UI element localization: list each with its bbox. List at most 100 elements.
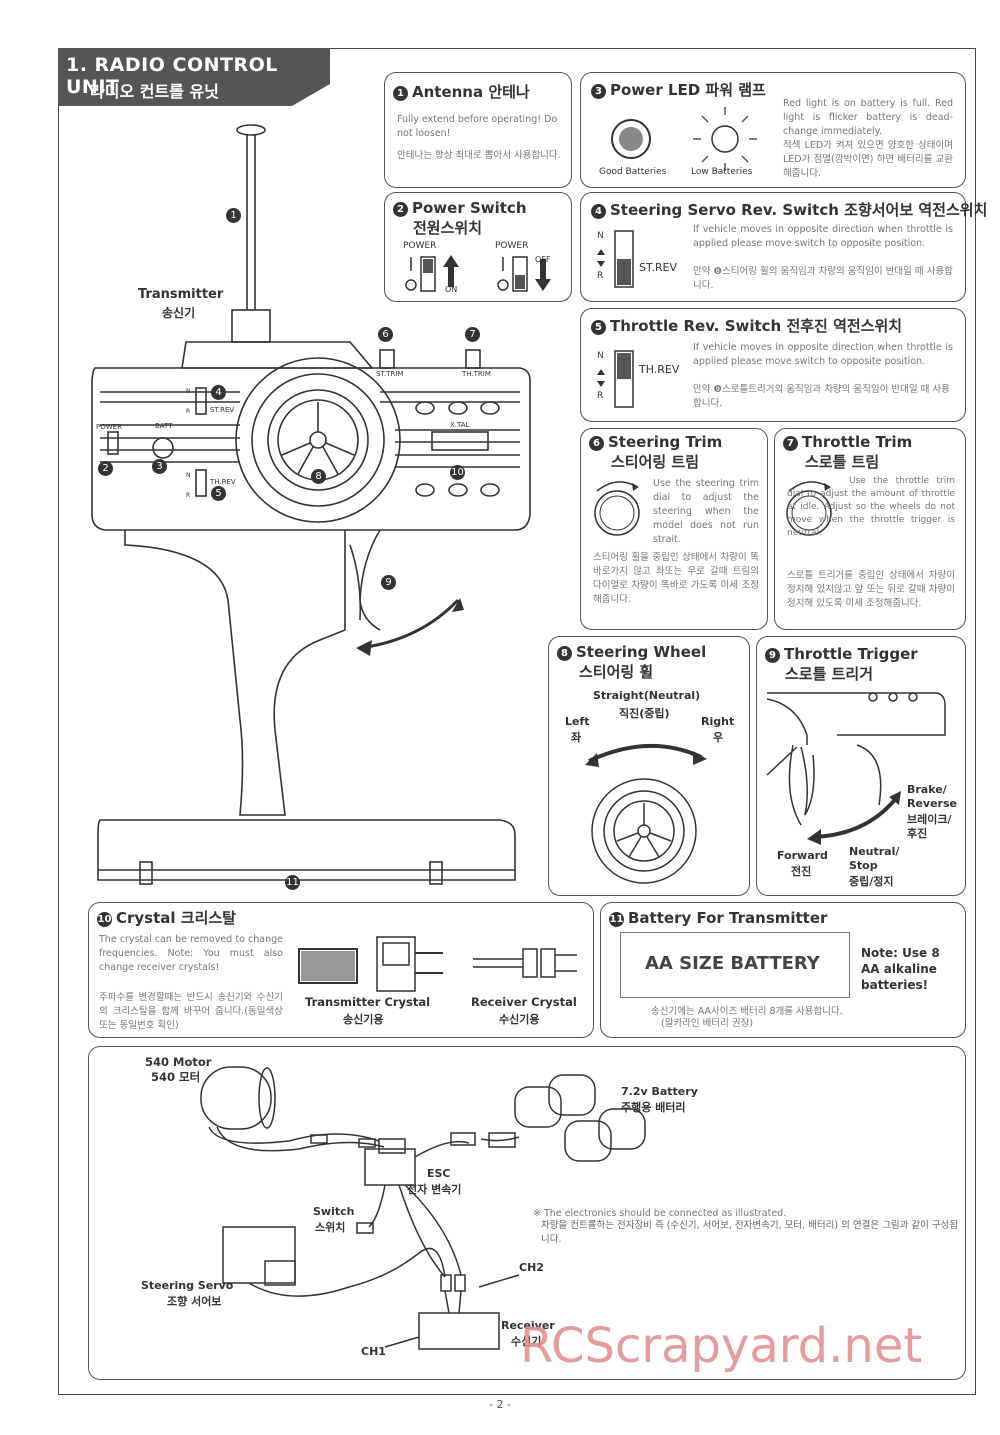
servo-label-ko: 조향 서어보 [167,1295,222,1308]
wiring-box: 540 Motor 540 모터 7.2v Battery 주행용 배터리 ES… [88,1046,966,1380]
st-trim-label-small: ST.TRIM [376,370,404,378]
stop-label: Stop [849,859,878,872]
throttle-trim-dial [786,481,832,536]
receiver-label-ko: 수신기 [511,1335,542,1348]
steering-rev-num-badge: 4 [591,204,606,219]
ch1-label: CH1 [361,1345,386,1358]
reverse-label: Reverse [907,797,957,810]
battery-72-label-ko: 주행용 배터리 [621,1101,686,1114]
callout-7: 7 [465,327,480,342]
steering-wheel-diagram [585,743,707,884]
power-led-num-badge: 3 [591,84,606,99]
steering-wheel-num-badge: 8 [557,646,572,661]
callout-1: 1 [226,208,241,223]
section-title-banner: 1. RADIO CONTROL UNIT 라디오 컨트롤 유닛 [58,48,330,106]
xtal-label-small: X.TAL [450,421,470,429]
battery-box: 11 Battery For Transmitter Note: Use 8 AA… [600,902,966,1038]
right-label: Right [701,715,735,728]
power-switch-diagram [405,255,551,292]
low-batteries-label: Low Batteries [691,167,753,177]
throttle-trim-text-ko: 스로틀 트리거를 중립인 상태에서 차량이 정지해 있지않고 앞 또는 뒤로 갈… [787,570,955,609]
aa-battery-graphic: AA SIZE BATTERY [620,932,850,998]
tx-crystal-label: Transmitter Crystal [305,995,431,1009]
steering-wheel-title-ko: 스티어링 휠 [579,663,654,681]
motor-label: 540 Motor [145,1055,212,1069]
st-r-small: R [186,408,191,415]
th-n-small: N [186,472,191,479]
battery-text-ko1: 송신기에는 AA사이즈 배터리 8개를 사용합니다. [651,1006,843,1017]
throttle-trim-title-en: Throttle Trim [802,433,913,451]
throttle-trim-title-ko: 스로틀 트림 [805,453,880,471]
page-number: - 2 - [489,1398,511,1411]
antenna-text-ko: 안테나는 항상 최대로 뽑아서 사용합니다. [397,150,561,161]
battery-num-badge: 11 [609,912,624,927]
steering-rev-text-en: If vehicle moves in opposite direction w… [693,224,953,249]
th-rev-label-small: TH.REV [210,478,236,486]
right-label-ko: 우 [713,731,724,744]
st-rev-label-small: ST.REV [210,406,235,414]
st-rev-label: ST.REV [639,261,678,274]
antenna-text-en: Fully extend before operating! Do not lo… [397,114,558,139]
crystal-diagram [298,936,577,992]
left-label-ko: 좌 [571,731,582,744]
forward-label-ko: 전진 [791,865,812,878]
th-rev-r: R [597,391,604,401]
power-switch-num-badge: 2 [393,202,408,217]
callout-5: 5 [211,486,226,501]
esc-label: ESC [427,1167,451,1180]
reverse-label-ko: 후진 [907,827,928,840]
switch-label-ko: 스위치 [315,1221,346,1234]
crystal-title: Crystal 크리스탈 [116,909,236,927]
crystal-num-badge: 10 [97,912,112,927]
crystal-text-ko: 주파수를 변경할때는 반드시 송신기와 수신기의 크리스탈을 함께 바꾸어 줍니… [99,992,283,1031]
throttle-trigger-num-badge: 9 [765,648,780,663]
battery-72-label: 7.2v Battery [621,1085,698,1098]
st-rev-switch-diagram [597,230,634,288]
th-r-small: R [186,492,191,499]
steering-rev-title: Steering Servo Rev. Switch 조향서어보 역전스위치 [610,201,988,219]
throttle-rev-num-badge: 5 [591,320,606,335]
th-rev-n: N [597,351,604,361]
steering-trim-text-ko: 스티어링 휠을 중립인 상태에서 차량이 똑바로가지 않고 좌또는 우로 갈때 … [593,552,759,605]
th-rev-switch-diagram [597,350,634,408]
esc-label-ko: 전자 변속기 [407,1183,462,1196]
steering-wheel-title-en: Steering Wheel [576,643,707,661]
battery-title: Battery For Transmitter [628,909,828,927]
transmitter-label-ko: 송신기 [162,306,196,320]
steering-trim-title-ko: 스티어링 트림 [611,453,700,471]
power-led-text-en: Red light is on battery is full. Red lig… [783,98,953,137]
steering-trim-title-en: Steering Trim [608,433,723,451]
callout-6: 6 [378,327,393,342]
batt-label-small: BATT [155,422,173,430]
power-led-text-ko: 적색 LED가 켜져 있으면 양호한 상태이며 LED가 점멸(깜박이면) 하면… [783,140,953,179]
steering-trim-text-en: Use the steering trim dial to adjust the… [653,478,759,545]
throttle-trigger-title-ko: 스로틀 트리거 [785,665,874,683]
antenna-num-badge: 1 [393,86,408,101]
th-rev-label: TH.REV [639,363,680,376]
transmitter-label: Transmitter [138,287,224,302]
section-title-en: 1. RADIO CONTROL UNIT [66,54,278,98]
callout-8: 8 [311,469,326,484]
battery-note: Note: Use 8 AA alkaline batteries! [861,946,940,992]
steering-trim-dial [594,481,640,536]
switch-label: Switch [313,1205,355,1218]
steering-wheel-box: 8 Steering Wheel 스티어링 휠 Straight(Neutral)… [548,636,750,896]
straight-label: Straight(Neutral) [593,689,701,702]
throttle-trim-text-en: Use the throttle trim dial to adjust the… [787,476,955,538]
power-switch-title-en: Power Switch [412,199,527,217]
callout-11: 11 [285,875,300,890]
good-batteries-label: Good Batteries [599,167,667,177]
servo-label: Steering Servo [141,1279,234,1292]
motor-label-ko: 540 모터 [151,1070,201,1084]
callout-10: 10 [450,465,465,480]
neutral-label-ko: 중립/정지 [849,875,894,888]
callout-4: 4 [211,385,226,400]
section-title-ko: 라디오 컨트롤 유닛 [90,82,219,101]
power-label-on: POWER [403,241,437,251]
forward-label: Forward [777,849,828,862]
